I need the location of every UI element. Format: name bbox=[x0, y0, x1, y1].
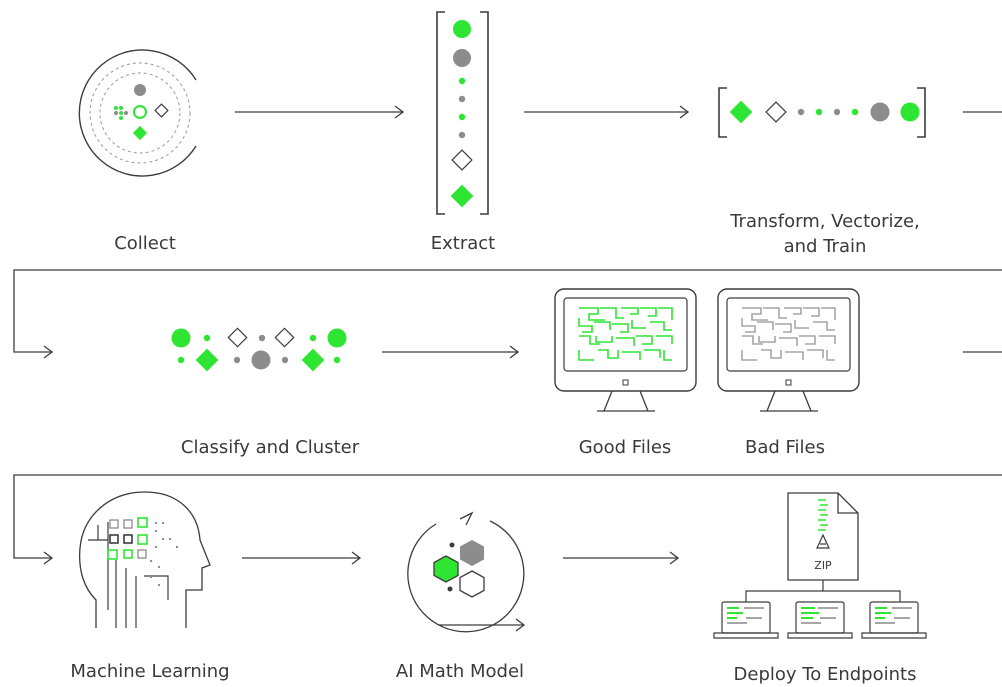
arrow-classify-files bbox=[382, 345, 520, 359]
connectors bbox=[13, 105, 1002, 565]
classify-label: Classify and Cluster bbox=[180, 437, 360, 458]
transform-label-line2: and Train bbox=[783, 236, 867, 257]
deploy-to-endpoints-icon: ZIP bbox=[713, 492, 927, 639]
extract-label: Extract bbox=[430, 233, 496, 254]
bad-files-label: Bad Files bbox=[744, 437, 826, 458]
arrow-model-deploy bbox=[563, 551, 680, 565]
arrow-extract-transform bbox=[524, 105, 690, 119]
extract-icon bbox=[436, 11, 489, 215]
transform-label-line1: Transform, Vectorize, bbox=[730, 211, 920, 232]
deploy-label: Deploy To Endpoints bbox=[733, 664, 917, 685]
arrow-collect-extract bbox=[235, 105, 405, 119]
machine-learning-label: Machine Learning bbox=[70, 661, 230, 682]
classify-icon bbox=[171, 327, 347, 372]
good-files-label: Good Files bbox=[578, 437, 672, 458]
good-files-monitor-icon bbox=[554, 288, 697, 412]
collect-icon bbox=[78, 49, 197, 177]
collect-label: Collect bbox=[114, 233, 176, 254]
transform-icon bbox=[718, 87, 926, 138]
bad-files-monitor-icon bbox=[717, 288, 860, 412]
ai-math-model-icon bbox=[407, 511, 526, 633]
ai-math-model-label: AI Math Model bbox=[395, 661, 525, 682]
machine-learning-head-icon bbox=[78, 491, 211, 628]
arrow-ml-model bbox=[242, 551, 362, 565]
wrap-line-2 bbox=[13, 474, 1002, 565]
wrap-line-1 bbox=[13, 269, 1002, 359]
zip-label: ZIP bbox=[814, 559, 832, 572]
